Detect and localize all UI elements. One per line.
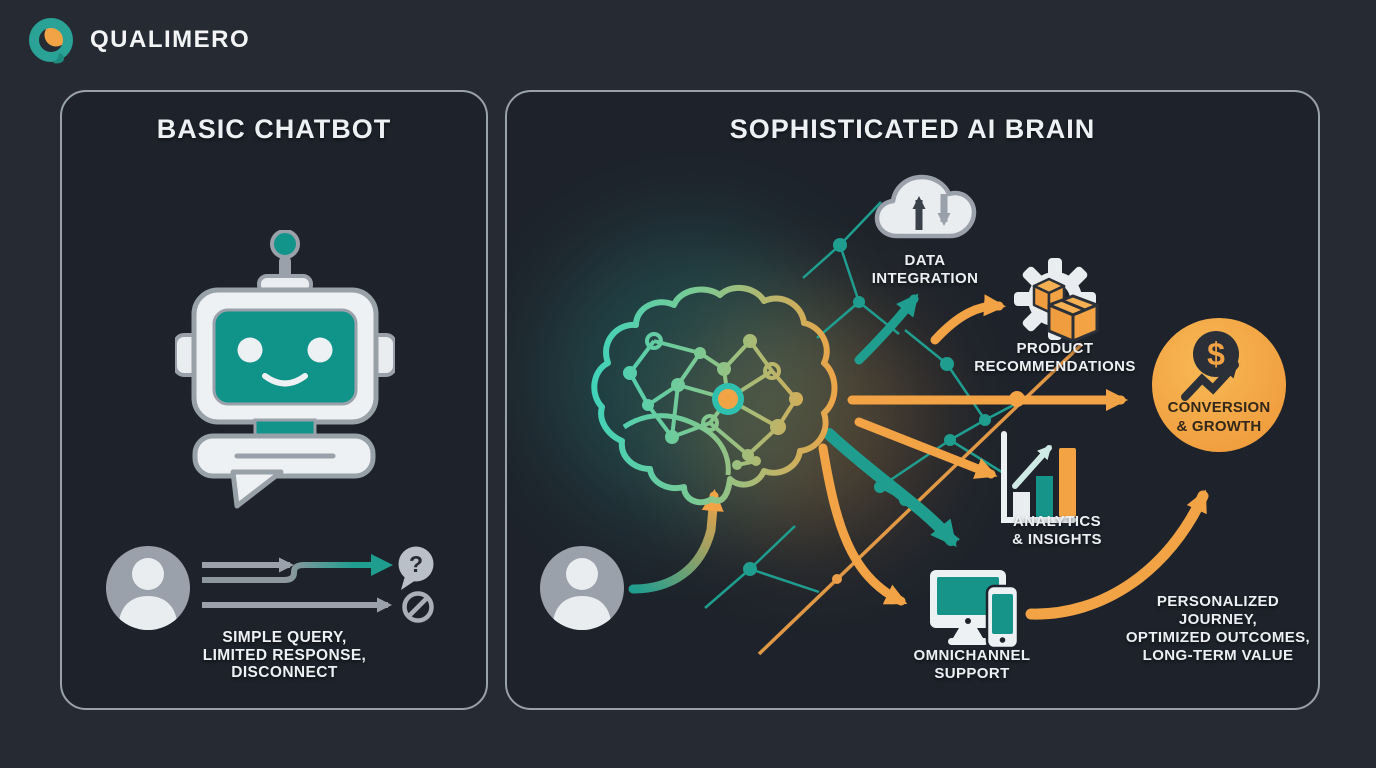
- label-omnichannel-support: OMNICHANNEL SUPPORT: [913, 647, 1031, 682]
- label-outcomes: PERSONALIZED JOURNEY, OPTIMIZED OUTCOMES…: [1125, 593, 1311, 664]
- user-avatar-icon: [540, 546, 624, 630]
- cloud-sync-icon: [874, 174, 977, 239]
- gear-boxes-icon: [1014, 258, 1099, 343]
- basic-chatbot-panel: BASIC CHATBOT: [60, 90, 488, 710]
- arrow-to-data-integration: [854, 293, 919, 365]
- orange-glow: [682, 297, 932, 547]
- query-flow-graphic: ?: [106, 546, 434, 630]
- caption-line: DISCONNECT: [231, 664, 338, 681]
- user-avatar-icon: [106, 546, 190, 630]
- qualimero-logo-icon: [29, 18, 73, 64]
- label-product-recommendations: PRODUCT RECOMMENDATIONS: [974, 340, 1136, 375]
- label-data-integration: DATA INTEGRATION: [871, 252, 979, 287]
- blocked-icon: [402, 591, 434, 623]
- dollar-glyph: $: [1207, 336, 1225, 372]
- app-header: QUALIMERO: [26, 14, 250, 66]
- ai-brain-graphic: $: [540, 174, 1286, 656]
- arrow-to-omnichannel-teal: [823, 428, 957, 548]
- arrow-to-analytics: [854, 417, 998, 479]
- caption-line: LIMITED RESPONSE,: [202, 646, 367, 664]
- caption-line: SIMPLE QUERY,: [222, 629, 347, 646]
- bar-chart-icon: [1001, 431, 1076, 523]
- right-panel-title: SOPHISTICATED AI BRAIN: [729, 114, 1096, 144]
- query-arrow-step: [202, 554, 393, 583]
- brain-network-icon: [591, 284, 838, 506]
- question-bubble-icon: ?: [398, 546, 434, 590]
- label-analytics-insights: ANALYTICS & INSIGHTS: [1012, 513, 1102, 548]
- question-mark-glyph: ?: [409, 551, 423, 577]
- left-panel-title: BASIC CHATBOT: [156, 114, 392, 144]
- dollar-growth-icon: $: [1152, 318, 1286, 452]
- arrow-to-omnichannel-orange: [818, 443, 908, 606]
- ai-brain-panel: SOPHISTICATED AI BRAIN: [505, 90, 1320, 710]
- arrow-node-dot: [1009, 391, 1025, 407]
- label-conversion-growth: CONVERSION & GROWTH: [1167, 399, 1271, 435]
- left-panel-caption: SIMPLE QUERY, LIMITED RESPONSE, DISCONNE…: [117, 629, 452, 682]
- arrow-user-to-brain: [628, 489, 724, 594]
- devices-icon: [930, 570, 1020, 650]
- arrow-omnichannel-to-conversion: [1025, 489, 1209, 620]
- robot-icon: [175, 230, 395, 509]
- brand-name: QUALIMERO: [90, 26, 251, 53]
- arrow-to-product: [930, 294, 1006, 345]
